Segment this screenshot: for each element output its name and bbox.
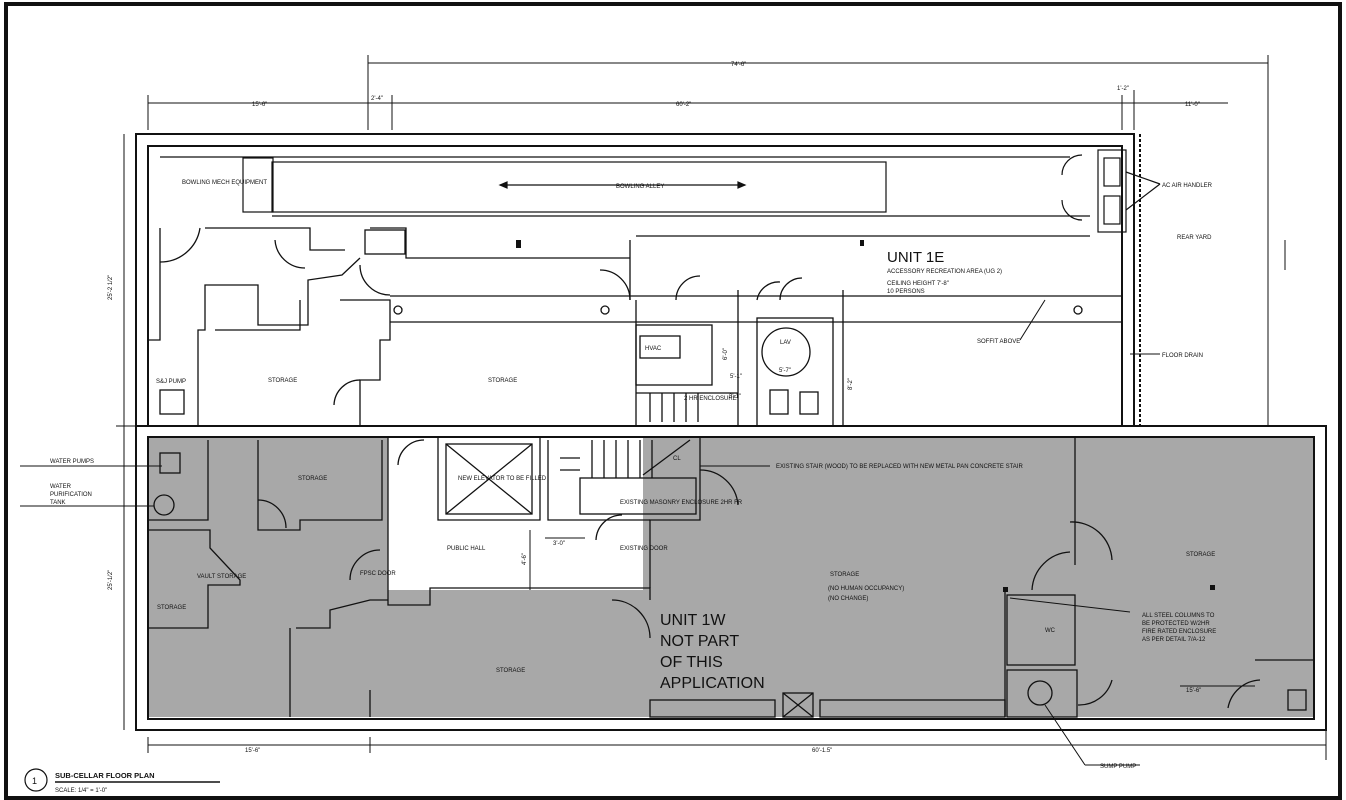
label-sewage-pump: S&J PUMP	[156, 379, 186, 385]
label-water-purification: WATER	[50, 484, 72, 490]
label-wc: WC	[1045, 628, 1056, 634]
label-bowling-mech: BOWLING MECH EQUIPMENT	[182, 180, 267, 186]
dim-core-4: 8'-2"	[848, 378, 854, 390]
label-persons: 10 PERSONS	[887, 289, 925, 295]
dim-left-upper: 25'-2 1/2"	[108, 275, 114, 300]
dim-left-lower: 25'-1/2"	[108, 570, 114, 590]
label-storage-c: STORAGE	[298, 476, 327, 482]
dimension-lines	[20, 55, 1327, 766]
dim-bottom-left: 15'-6"	[245, 748, 260, 754]
label-vault-storage: VAULT STORAGE	[197, 574, 246, 580]
label-application: APPLICATION	[660, 675, 765, 692]
title-block: 1 SUB-CELLAR FLOOR PLAN SCALE: 1/4" = 1'…	[24, 768, 220, 794]
dim-overall-top: 74'-6"	[731, 62, 746, 68]
label-soffit-above: SOFFIT ABOVE	[977, 339, 1020, 345]
unit-1w-shaded-area	[148, 437, 1313, 717]
dim-top-right-small: 1'-2"	[1117, 86, 1129, 92]
dim-core-1: 6'-0"	[723, 348, 729, 360]
lower-stair-treads	[560, 439, 691, 478]
label-accessory-rec: ACCESSORY RECREATION AREA (UG 2)	[887, 269, 1002, 275]
labels: 74'-6" 15'-6" 2'-4" 60'-2" 1'-2" 11'-0" …	[50, 62, 1216, 770]
dim-core-3: 3'-1"	[729, 394, 741, 400]
label-no-human-occupancy: (NO HUMAN OCCUPANCY)	[828, 586, 904, 592]
dim-bottom-mid: 60'-1.5"	[812, 748, 832, 754]
label-steel-columns-4: AS PER DETAIL 7/A-12	[1142, 637, 1206, 643]
sheet-border	[4, 2, 1342, 800]
label-bowling-alley: BOWLING ALLEY	[616, 184, 664, 190]
title-text: SUB-CELLAR FLOOR PLAN	[55, 771, 155, 780]
label-storage-e: STORAGE	[496, 668, 525, 674]
upper-core	[635, 275, 844, 427]
label-fire-door-2: EXISTING DOOR	[620, 546, 668, 552]
dim-stair-width: 3'-0"	[553, 541, 565, 547]
label-unit-1e: UNIT 1E	[887, 249, 944, 266]
columns	[516, 240, 1215, 592]
title-scale: SCALE: 1/4" = 1'-0"	[55, 788, 107, 794]
label-lav: LAV	[780, 340, 791, 346]
label-storage-main: STORAGE	[830, 572, 859, 578]
label-ceiling-height: CEILING HEIGHT 7'-8"	[887, 281, 949, 287]
dim-top-right: 11'-0"	[1185, 102, 1200, 108]
label-unit-1w: UNIT 1W	[660, 612, 726, 629]
label-storage-b: STORAGE	[488, 378, 517, 384]
label-no-change: (NO CHANGE)	[828, 596, 868, 602]
label-sump-pump: SUMP PUMP	[1100, 764, 1136, 770]
lower-interior-walls	[148, 437, 1314, 718]
upper-interior-walls	[148, 227, 1122, 426]
title-number: 1	[32, 776, 37, 786]
bowling-alley	[160, 156, 1090, 217]
dim-top-small: 2'-4"	[371, 96, 383, 102]
stair-treads	[636, 392, 738, 422]
label-hr-enclosure: 2 HR ENCLOSURE	[684, 396, 737, 402]
dim-wc: 5'-7"	[779, 368, 791, 374]
title-number-circle	[24, 768, 48, 792]
label-new-elevator: NEW ELEVATOR TO BE FILLED	[458, 476, 547, 482]
dim-top-left: 15'-6"	[252, 102, 267, 108]
label-storage-right: STORAGE	[1186, 552, 1215, 558]
label-rear-yard: REAR YARD	[1177, 235, 1212, 241]
label-water-purification-2: PURIFICATION	[50, 492, 92, 498]
label-masonry-enclosure: EXISTING MASONRY ENCLOSURE 2HR FR	[620, 500, 743, 506]
dim-core-2: 5'-1"	[730, 374, 742, 380]
label-floor-drain: FLOOR DRAIN	[1162, 353, 1203, 359]
label-storage-d: STORAGE	[157, 605, 186, 611]
dim-hall: 4'-6"	[522, 553, 528, 565]
label-fire-door-1: FPSC DOOR	[360, 571, 396, 577]
label-water-purification-3: TANK	[50, 500, 66, 506]
label-not-part: NOT PART	[660, 633, 739, 650]
label-steel-columns-1: ALL STEEL COLUMNS TO	[1142, 613, 1215, 619]
label-water-pumps: WATER PUMPS	[50, 459, 94, 465]
label-steel-columns-2: BE PROTECTED W/2HR	[1142, 621, 1210, 627]
dim-right-lower-inner: 15'-6"	[1186, 688, 1201, 694]
label-cl: CL	[673, 456, 681, 462]
building-walls	[135, 133, 1327, 731]
dim-top-mid: 60'-2"	[676, 102, 691, 108]
ac-air-handler	[1061, 149, 1161, 233]
label-public-hall: PUBLIC HALL	[447, 546, 486, 552]
label-of-this: OF THIS	[660, 654, 723, 671]
label-hvac: HVAC	[645, 346, 662, 352]
label-ac-air-handler: AC AIR HANDLER	[1162, 183, 1213, 189]
label-existing-stair: EXISTING STAIR (WOOD) TO BE REPLACED WIT…	[776, 464, 1023, 470]
label-steel-columns-3: FIRE RATED ENCLOSURE	[1142, 629, 1216, 635]
label-storage-a: STORAGE	[268, 378, 297, 384]
